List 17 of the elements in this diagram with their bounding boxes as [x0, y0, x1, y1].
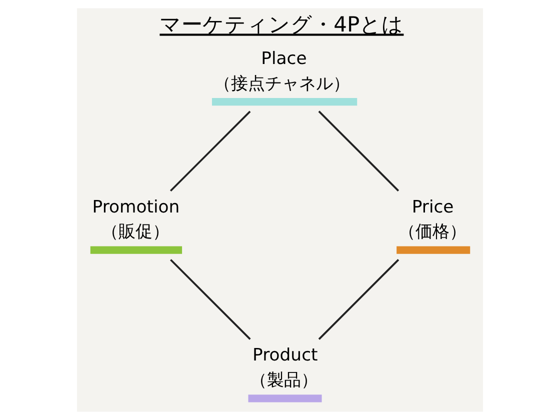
node-box	[90, 246, 182, 254]
node-label: Promotion	[92, 197, 180, 218]
connector	[170, 110, 251, 192]
connector	[170, 259, 251, 340]
node-label: Place	[261, 48, 307, 69]
node-label: （製品）	[250, 370, 318, 390]
node-label: Price	[412, 197, 454, 218]
node-label: Product	[252, 346, 318, 366]
node-box	[212, 98, 358, 106]
connector	[318, 110, 400, 192]
node-box	[396, 246, 470, 254]
node-box	[248, 394, 322, 402]
connector	[318, 259, 400, 340]
node-label: （販促）	[101, 222, 170, 242]
node-label: （接点チャネル）	[214, 74, 350, 94]
diagram-title: マーケティング・4Pとは	[160, 12, 404, 37]
node-label: （価格）	[398, 222, 466, 242]
